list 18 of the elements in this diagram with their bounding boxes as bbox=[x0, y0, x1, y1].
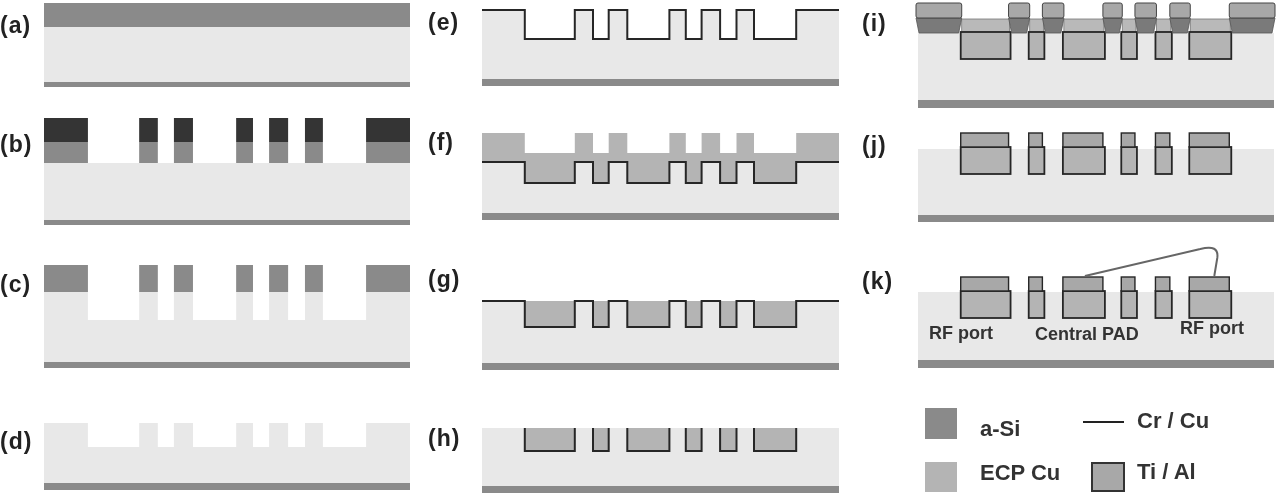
legend-label: Ti / Al bbox=[1137, 461, 1196, 484]
legend-label: ECP Cu bbox=[980, 462, 1061, 485]
legend-label: a-Si bbox=[980, 418, 1021, 441]
panel-label: (k) bbox=[862, 269, 894, 293]
panel-label: (f) bbox=[428, 130, 454, 154]
panel-label: (a) bbox=[0, 13, 32, 37]
panel-label: (b) bbox=[0, 132, 33, 156]
panel-label: (i) bbox=[862, 11, 887, 35]
legend-label: Cr / Cu bbox=[1137, 410, 1210, 433]
panel-label: (g) bbox=[428, 267, 461, 291]
panel-label: (e) bbox=[428, 10, 460, 34]
panel-label: (d) bbox=[0, 429, 33, 453]
part-label: Central PAD bbox=[1035, 325, 1139, 344]
panel-label: (h) bbox=[428, 426, 461, 450]
panel-label: (j) bbox=[862, 133, 887, 157]
part-label: RF port bbox=[1180, 319, 1244, 338]
part-label: RF port bbox=[929, 324, 993, 343]
panel-label: (c) bbox=[0, 272, 32, 296]
